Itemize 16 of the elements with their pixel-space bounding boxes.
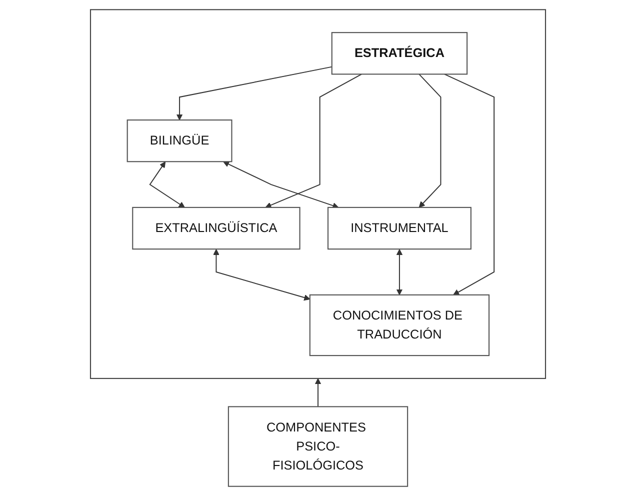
arrow [314, 378, 322, 408]
arrow [223, 161, 339, 209]
node-box: INSTRUMENTAL [327, 206, 472, 250]
arrow [418, 74, 442, 208]
node-box: COMPONENTES PSICO-FISIOLÓGICOS [228, 406, 408, 487]
node-box: CONOCIMIENTOS DE TRADUCCIÓN [309, 294, 490, 356]
node-box: BILINGÜE [126, 119, 232, 162]
cluster [90, 9, 546, 379]
arrow [176, 66, 332, 120]
arrow [396, 249, 403, 296]
arrow [149, 162, 185, 208]
node-box: ESTRATÉGICA [331, 32, 468, 75]
node-box: EXTRALINGÜÍSTICA [132, 206, 300, 250]
arrow [213, 249, 310, 301]
arrow [444, 74, 495, 296]
arrow [265, 74, 362, 208]
